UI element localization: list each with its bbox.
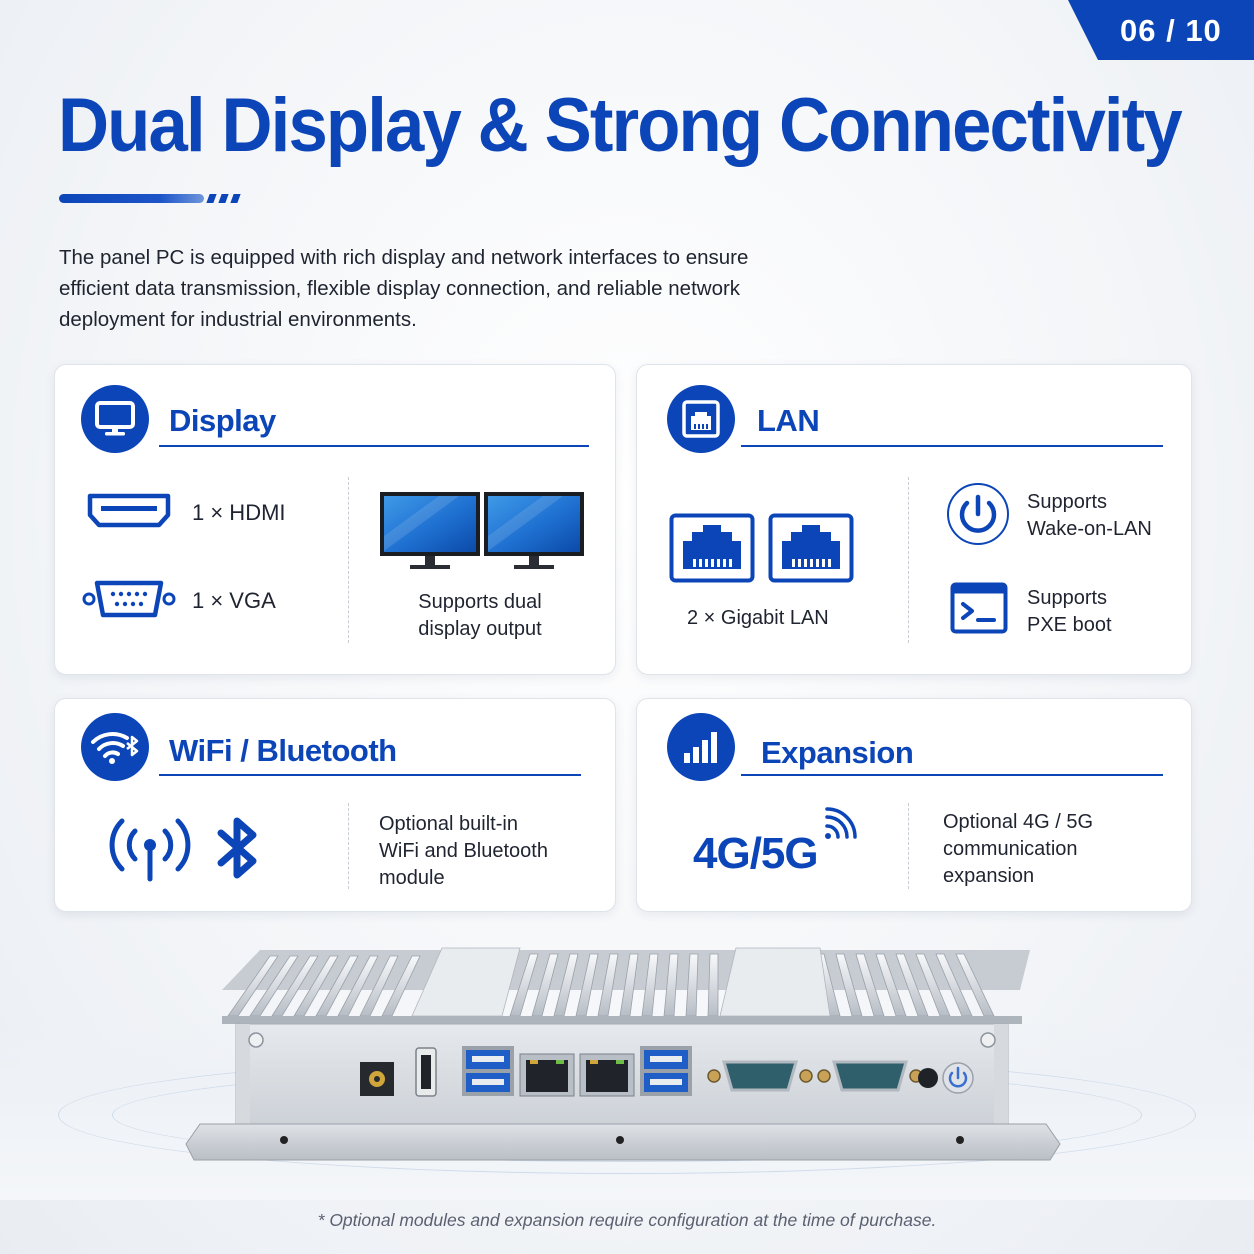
monitor-icon	[81, 385, 149, 453]
panel-pc-image	[180, 944, 1064, 1173]
wifi-description: Optional built-in WiFi and Bluetooth mod…	[379, 811, 548, 892]
display-title-rule	[159, 445, 589, 447]
intro-line: efficient data transmission, flexible di…	[59, 277, 741, 300]
lan-divider	[908, 477, 909, 643]
expansion-title-rule	[741, 774, 1163, 776]
cellular-badge: 4G/5G	[693, 829, 819, 878]
expansion-line: expansion	[943, 865, 1035, 887]
dual-display-line: display output	[418, 618, 542, 640]
expansion-title: Expansion	[761, 735, 914, 770]
expansion-line: communication	[943, 838, 1078, 860]
display-divider	[348, 477, 349, 643]
wol-text: Supports Wake-on-LAN	[1027, 489, 1152, 543]
page-title: Dual Display & Strong Connectivity	[58, 83, 1183, 168]
dual-monitor-icon	[379, 491, 585, 578]
wifi-line: module	[379, 867, 445, 889]
dual-display-line: Supports dual	[418, 591, 542, 613]
wol-line: Wake-on-LAN	[1027, 518, 1152, 540]
intro-line: The panel PC is equipped with rich displ…	[59, 246, 749, 269]
vga-label: 1 × VGA	[192, 588, 276, 613]
wifi-bluetooth-title: WiFi / Bluetooth	[169, 733, 397, 768]
power-icon	[945, 481, 1011, 552]
pxe-line: PXE boot	[1027, 614, 1112, 636]
dual-display-text: Supports dual display output	[381, 589, 579, 643]
hdmi-label: 1 × HDMI	[192, 500, 286, 525]
terminal-icon	[950, 582, 1008, 639]
cellular-waves-icon	[823, 807, 857, 846]
pxe-text: Supports PXE boot	[1027, 585, 1112, 639]
wifi-bluetooth-icon	[81, 713, 149, 781]
vga-icon	[81, 579, 177, 624]
wifi-line: WiFi and Bluetooth	[379, 840, 548, 862]
lan-card: LAN 2 × Gigabit LAN Supports Wake-on-LAN	[636, 364, 1192, 675]
intro-paragraph: The panel PC is equipped with rich displ…	[59, 242, 799, 335]
intro-line: deployment for industrial environments.	[59, 308, 417, 331]
hdmi-icon	[87, 493, 171, 534]
wol-line: Supports	[1027, 491, 1108, 513]
bluetooth-icon	[215, 813, 261, 888]
wifi-bluetooth-card: WiFi / Bluetooth Optional built-in WiFi …	[54, 698, 616, 912]
wifi-title-rule	[159, 774, 581, 776]
gigabit-lan-label: 2 × Gigabit LAN	[687, 607, 829, 629]
wifi-divider	[348, 803, 349, 889]
wifi-line: Optional built-in	[379, 813, 518, 835]
antenna-icon	[109, 815, 191, 888]
lan-title-rule	[741, 445, 1163, 447]
footnote: * Optional modules and expansion require…	[317, 1210, 937, 1230]
rj45-port-icon	[669, 513, 755, 588]
pxe-line: Supports	[1027, 587, 1108, 609]
title-stripes	[206, 194, 246, 203]
display-card: Display 1 × HDMI 1 × VGA	[54, 364, 616, 675]
expansion-description: Optional 4G / 5G communication expansion	[943, 809, 1093, 890]
lan-title: LAN	[757, 403, 820, 438]
title-underline	[59, 194, 204, 203]
lan-port-icon	[667, 385, 735, 453]
page-indicator: 06 / 10	[1068, 0, 1254, 60]
expansion-card: Expansion 4G/5G Optional 4G / 5G communi…	[636, 698, 1192, 912]
signal-bars-icon	[667, 713, 735, 781]
rj45-port-icon	[768, 513, 854, 588]
expansion-divider	[908, 803, 909, 889]
display-title: Display	[169, 403, 276, 438]
page-indicator-text: 06 / 10	[1120, 13, 1222, 48]
expansion-line: Optional 4G / 5G	[943, 811, 1094, 833]
